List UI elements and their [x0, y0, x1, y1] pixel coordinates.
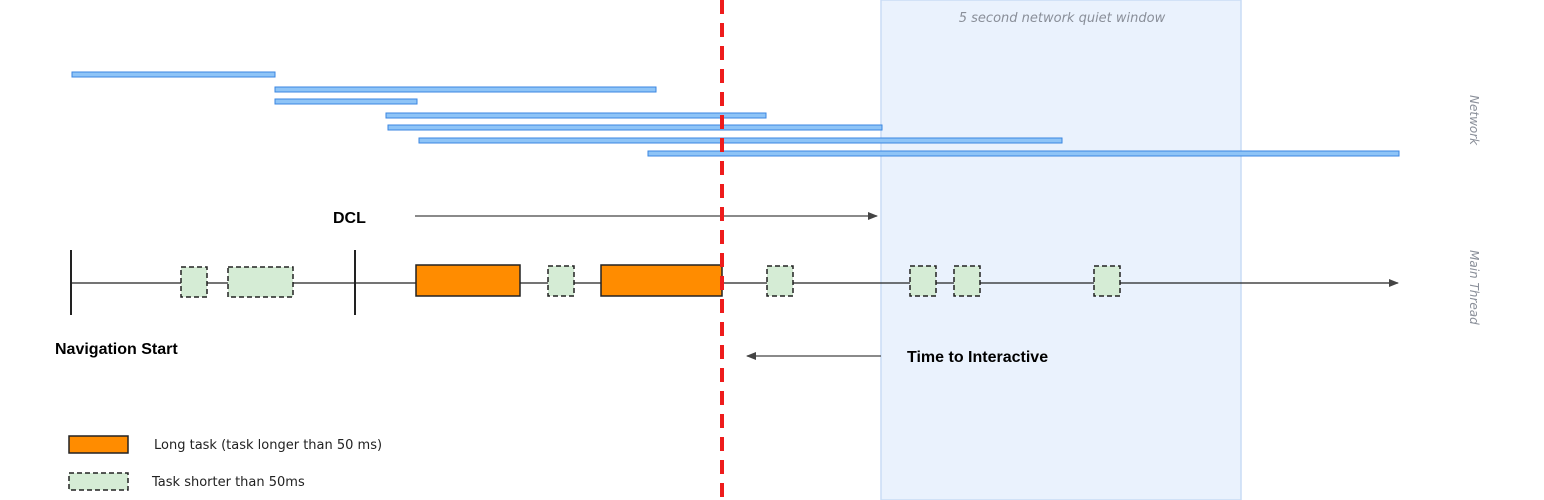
short-task — [180, 266, 208, 298]
quiet-window-label: 5 second network quiet window — [959, 11, 1166, 26]
lane-label-network: Network — [1467, 95, 1481, 146]
legend-long-task-label: Long task (task longer than 50 ms) — [154, 438, 382, 453]
short-task — [1093, 265, 1121, 297]
dcl-label: DCL — [333, 210, 366, 227]
quiet-window — [880, 0, 1242, 500]
network-request — [274, 98, 418, 105]
legend: Long task (task longer than 50 ms) Task … — [68, 435, 382, 491]
lane-label-main-thread: Main Thread — [1467, 250, 1481, 325]
long-task — [600, 264, 723, 297]
short-task — [766, 265, 794, 297]
navigation-start-label: Navigation Start — [55, 341, 178, 358]
short-task — [547, 265, 575, 297]
long-task — [415, 264, 521, 297]
network-request — [71, 71, 276, 78]
tti-label: Time to Interactive — [907, 349, 1048, 366]
legend-short-task-label: Task shorter than 50ms — [151, 475, 305, 490]
short-task — [227, 266, 294, 298]
short-task — [909, 265, 937, 297]
network-requests — [71, 71, 1400, 157]
network-request — [385, 112, 767, 119]
legend-short-task-swatch — [68, 472, 129, 491]
long-tasks — [415, 264, 723, 297]
network-request — [387, 124, 883, 131]
network-request — [418, 137, 1063, 144]
short-tasks — [180, 265, 1121, 298]
network-request — [647, 150, 1400, 157]
short-task — [953, 265, 981, 297]
legend-long-task-swatch — [68, 435, 129, 454]
network-request — [274, 86, 657, 93]
